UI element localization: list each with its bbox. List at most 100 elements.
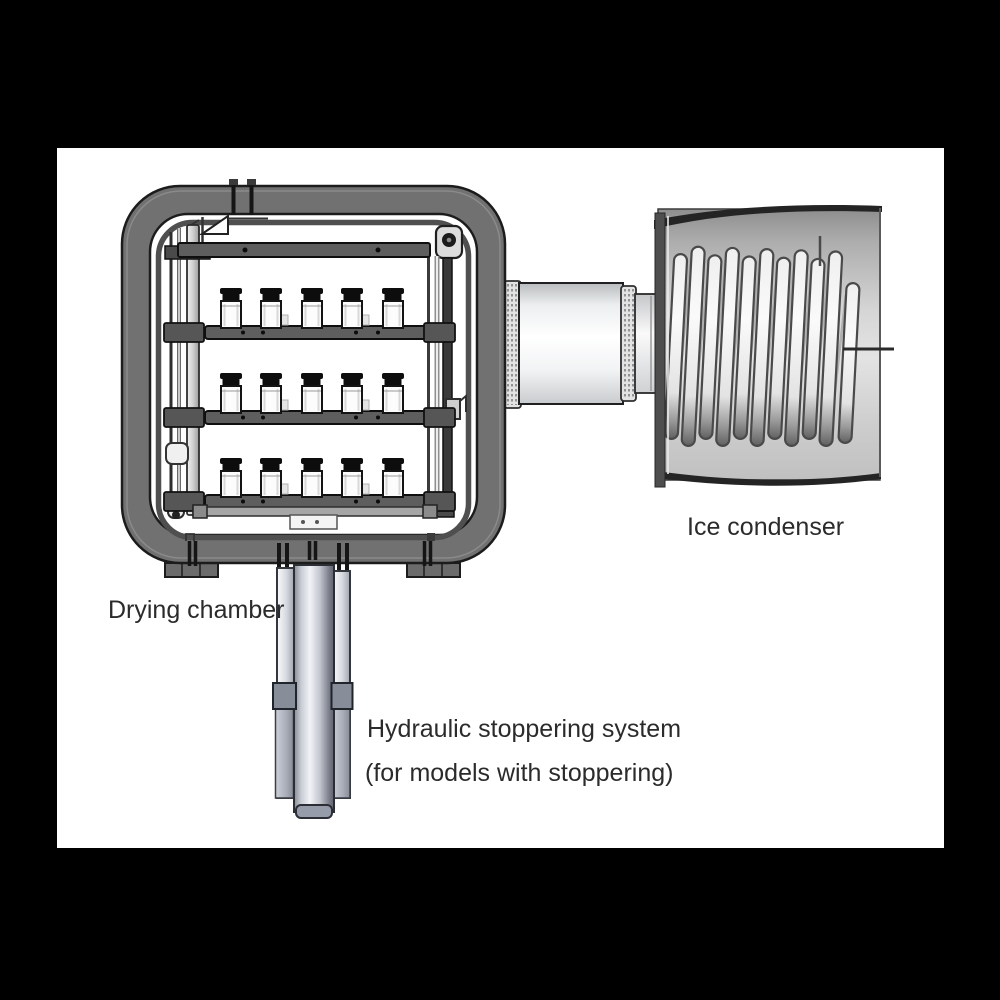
coil-loop (698, 254, 723, 440)
vial-cap (303, 293, 321, 302)
collar-right (330, 682, 354, 710)
cylinder-sleeve-left (274, 707, 295, 799)
vial (341, 373, 370, 414)
coil-loop (715, 246, 741, 447)
vial-rows (220, 288, 404, 498)
vial-cap (343, 293, 361, 302)
shelf-bolt (376, 415, 380, 420)
label-drying-chamber: Drying chamber (108, 596, 285, 624)
label-ice-condenser: Ice condenser (687, 513, 845, 541)
vial (220, 288, 242, 329)
duct-flange-right (620, 285, 637, 402)
vial-cap (222, 378, 240, 387)
vial (301, 288, 323, 329)
vacuum-duct-illustration (503, 280, 659, 409)
top-band-bolts (231, 183, 254, 215)
vial-body (382, 385, 404, 414)
vial-cap (384, 293, 402, 302)
vial-cap (262, 463, 280, 472)
vial-body (260, 385, 282, 414)
vial-body (220, 470, 242, 498)
vial-cap-rim (301, 458, 323, 464)
coil-loop (767, 256, 792, 440)
condenser-top-rim (654, 205, 882, 229)
label-hydraulic-line1: Hydraulic stoppering system (367, 715, 682, 743)
vial-cap (384, 378, 402, 387)
vial-cap-rim (301, 373, 323, 379)
vial-cap (303, 463, 321, 472)
shelf-bolt (241, 499, 245, 504)
hinge-nub-2 (247, 179, 256, 185)
vial (301, 458, 323, 498)
vial-cap-rim (220, 458, 242, 464)
coil-loop (663, 253, 689, 440)
vial-cap (222, 293, 240, 302)
chamber-feet (164, 562, 461, 578)
vial-cap-rim (382, 458, 404, 464)
coil-loop (680, 245, 706, 447)
shelf-bolt (241, 330, 245, 335)
vial-cap-rim (341, 373, 363, 379)
vial-cap (222, 463, 240, 472)
vial-cap-rim (301, 288, 323, 294)
hydraulic-system-illustration (272, 543, 354, 819)
vial (260, 373, 289, 414)
vial-cap-rim (220, 373, 242, 379)
shelf-bolt (354, 499, 358, 504)
vial-body (341, 385, 363, 414)
top-press-plate (177, 242, 431, 258)
chamber-frame-highlight (126, 190, 501, 559)
vial-cap (384, 463, 402, 472)
coil-loop (801, 257, 826, 440)
vial-body (382, 300, 404, 329)
shelf-bolt (354, 415, 358, 420)
vial-cap (262, 293, 280, 302)
vial-body (301, 385, 323, 414)
rail-collar-right (423, 322, 456, 343)
vial-cap-rim (260, 288, 282, 294)
vial (260, 458, 289, 498)
flange-left-ribs (507, 284, 517, 405)
coil-loop (818, 250, 844, 447)
vent-flag-symbol (189, 214, 268, 247)
vial-cap-rim (341, 458, 363, 464)
vial-cap (303, 378, 321, 387)
flange-right-ribs (624, 289, 634, 399)
vial (301, 373, 323, 414)
hydraulic-piston (293, 564, 335, 813)
collar-left (272, 682, 297, 710)
vial (382, 288, 404, 329)
vial-cap-rim (382, 373, 404, 379)
coil-loop (749, 248, 775, 447)
vial-body (220, 385, 242, 414)
vial-body (382, 470, 404, 498)
vial-cap (343, 378, 361, 387)
vial-body (301, 470, 323, 498)
vial-body (260, 300, 282, 329)
shelf-bolt (261, 415, 265, 420)
chamber-door-seal (155, 219, 472, 541)
vial (341, 458, 370, 498)
vial-body (220, 300, 242, 329)
vial-cap-rim (260, 373, 282, 379)
piston-foot (295, 804, 333, 819)
duct-cylinder (518, 282, 624, 405)
shelf-bolt (261, 499, 265, 504)
shelf-bolt (376, 499, 380, 504)
coil-loop (732, 255, 757, 440)
door-clamp-mark-left (185, 533, 195, 541)
ice-condenser-illustration (654, 205, 894, 488)
vial-cap-rim (220, 288, 242, 294)
shelf-bolt (354, 330, 358, 335)
bottom-plate (192, 504, 438, 530)
shelf-bolt (376, 330, 380, 335)
door-clamp-mark-right (427, 533, 435, 541)
vial-cap (262, 378, 280, 387)
condenser-left-rim (654, 212, 666, 488)
condenser-bottom-rim (656, 471, 881, 486)
vial (220, 458, 242, 498)
coil-loop (784, 249, 809, 447)
rail-collar-left (163, 407, 205, 428)
